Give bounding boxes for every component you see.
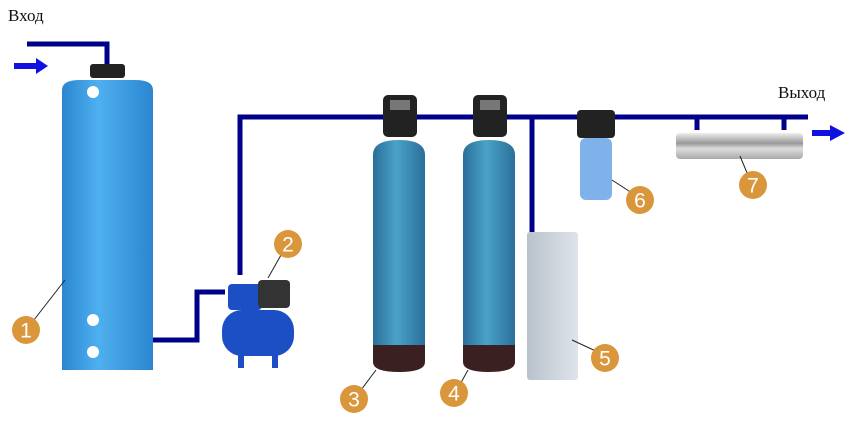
filter-column-icon-3 [373, 95, 425, 372]
svg-text:6: 6 [634, 190, 646, 213]
badge-2: 2 [274, 230, 302, 258]
main-pipe [237, 114, 808, 275]
storage-tank-icon [62, 64, 153, 370]
pipes [27, 41, 808, 343]
svg-text:3: 3 [348, 389, 360, 412]
svg-text:1: 1 [20, 320, 32, 343]
svg-text:4: 4 [448, 383, 460, 406]
badge-3: 3 [340, 385, 368, 413]
outlet-arrow-icon [812, 125, 845, 141]
badge-4: 4 [440, 379, 468, 407]
inlet-arrow-icon [14, 58, 48, 74]
uv-sterilizer-icon [676, 133, 803, 159]
filter-column-icon-4 [463, 95, 515, 372]
svg-text:7: 7 [747, 175, 759, 198]
tank-to-pump-pipe [150, 289, 225, 343]
outlet-label: Выход [778, 83, 826, 102]
svg-text:5: 5 [599, 348, 611, 371]
svg-text:2: 2 [282, 234, 294, 257]
badge-1: 1 [12, 316, 40, 344]
pump-station-icon [222, 280, 294, 368]
brine-tank-icon [527, 232, 578, 380]
inlet-label: Вход [8, 6, 44, 25]
cartridge-filter-icon [577, 110, 615, 200]
badge-7: 7 [739, 171, 767, 199]
inlet-pipe [27, 41, 110, 68]
badge-6: 6 [626, 186, 654, 214]
badge-5: 5 [591, 344, 619, 372]
